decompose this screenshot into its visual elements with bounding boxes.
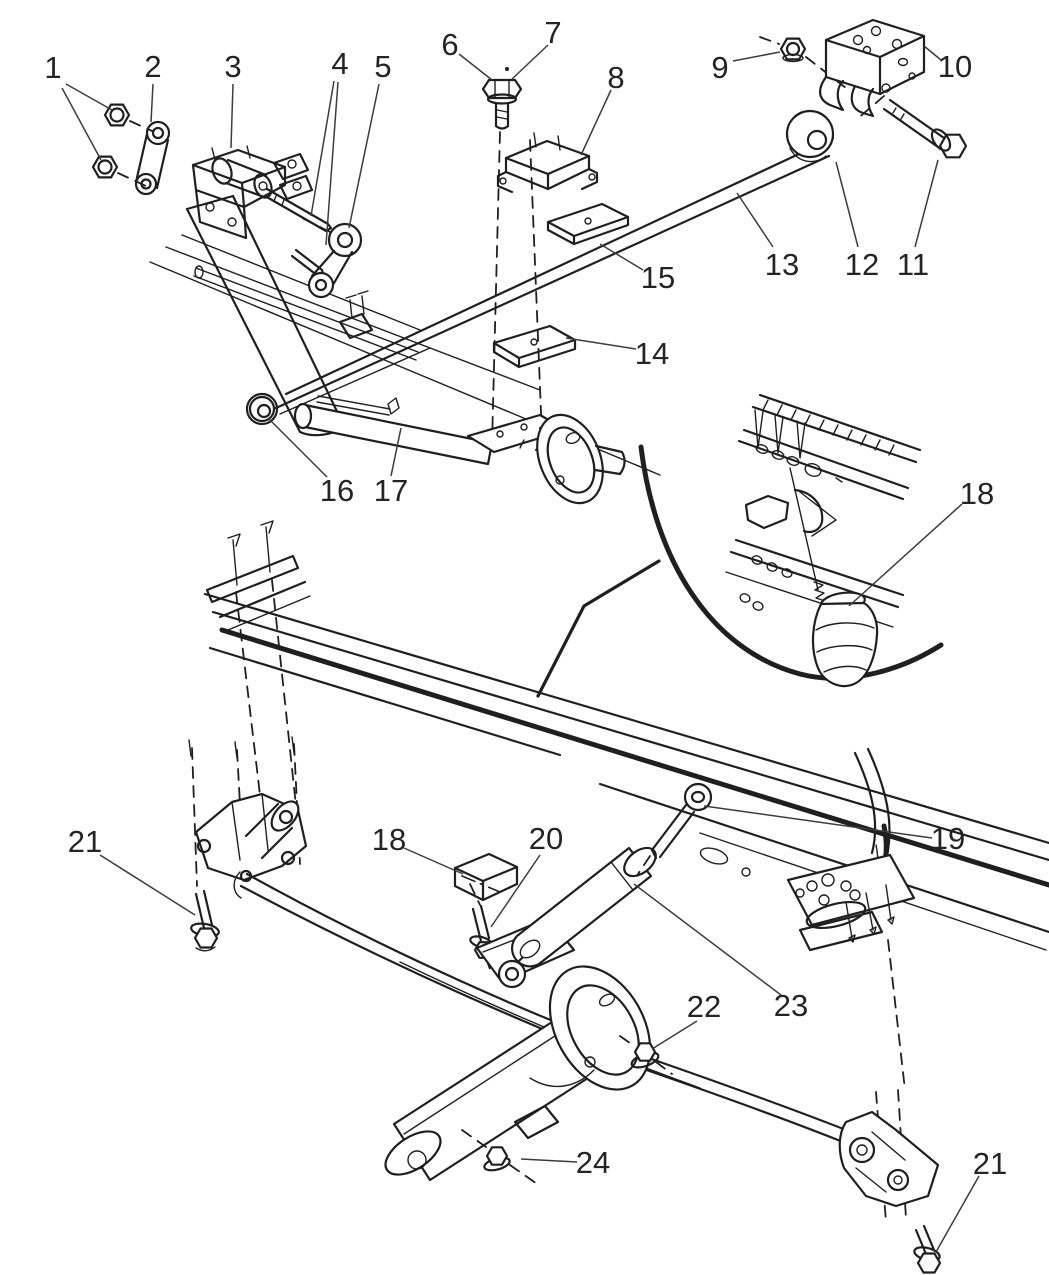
callout-label-3: 3	[224, 49, 241, 84]
callout-label-18: 18	[960, 476, 994, 511]
axle-stud-nut-24	[461, 1129, 541, 1187]
mount-bracket	[191, 145, 314, 240]
callout-leader-8	[580, 89, 612, 156]
callout-leader-4	[310, 80, 335, 217]
callout-label-16: 16	[320, 473, 354, 508]
callout-leader-16	[267, 417, 328, 478]
callout-leader-1	[65, 83, 113, 111]
callout-leader-4	[325, 81, 339, 246]
callout-leader-18	[403, 847, 464, 875]
callout-label-9: 9	[711, 50, 728, 85]
shock-upper-bolt	[637, 782, 713, 875]
shock-absorber	[497, 846, 657, 989]
callout-leader-6	[458, 53, 493, 81]
rear-hanger-hardware	[759, 18, 968, 163]
callout-leader-19	[703, 805, 933, 839]
spring-clip	[496, 132, 599, 194]
shackle-link	[307, 222, 363, 299]
callout-leader-23	[633, 883, 782, 996]
lower-spring-plate	[492, 324, 577, 369]
axle-stud-nut-22	[619, 1035, 673, 1075]
callout-label-2: 2	[144, 49, 161, 84]
callout-label-11: 11	[897, 247, 929, 282]
callout-leader-20	[490, 854, 541, 928]
front-hanger	[188, 736, 308, 899]
callout-leader-7	[511, 44, 549, 80]
upper-spring-plate	[546, 202, 630, 246]
frame-inset	[536, 393, 944, 698]
callout-leader-11	[914, 159, 939, 248]
callout-leader-3	[230, 83, 234, 149]
callout-leader-17	[390, 427, 402, 477]
callout-label-17: 17	[374, 473, 408, 508]
axle-assembly	[293, 402, 626, 505]
callout-leader-21	[99, 854, 196, 916]
callout-leader-9	[732, 51, 781, 62]
callout-label-6: 6	[441, 27, 458, 62]
callout-leader-14	[565, 337, 637, 350]
rear-frame-details	[786, 747, 916, 1091]
exploded-view	[91, 18, 968, 505]
callout-label-10: 10	[938, 49, 972, 84]
center-bolt	[481, 67, 544, 463]
front-eye-bushing	[248, 395, 276, 423]
callout-leader-22	[651, 1020, 698, 1050]
callout-leader-1	[61, 87, 102, 161]
callout-label-24: 24	[576, 1145, 610, 1180]
callout-label-8: 8	[607, 60, 624, 95]
callout-label-18: 18	[372, 822, 406, 857]
callout-leader-12	[835, 161, 859, 248]
leaf-spring	[245, 136, 835, 426]
axle-installed	[384, 916, 652, 1182]
callout-leader-5	[348, 83, 380, 229]
callout-label-19: 19	[931, 821, 965, 856]
callout-leader-13	[736, 192, 774, 248]
callout-label-1: 1	[44, 50, 61, 85]
inset-circle-arc	[638, 444, 944, 681]
callout-label-4: 4	[331, 46, 348, 81]
callout-label-22: 22	[687, 989, 721, 1024]
callout-leader-18	[848, 503, 963, 607]
rear-shackle-bolt	[913, 1224, 942, 1274]
callout-label-21: 21	[973, 1146, 1007, 1181]
installed-view	[188, 520, 1049, 1274]
front-hanger-bolt	[190, 889, 220, 952]
callout-leader-24	[520, 1158, 578, 1163]
rear-shackle	[838, 1089, 940, 1223]
callout-label-5: 5	[374, 49, 391, 84]
callout-label-23: 23	[774, 988, 808, 1023]
frame-rail-sketch	[149, 194, 661, 476]
front-mount-nuts	[91, 103, 153, 187]
shackle-bolts	[263, 187, 333, 278]
crossmember	[205, 520, 311, 813]
callout-leader-2	[150, 83, 154, 123]
callout-leader-21	[935, 1175, 980, 1253]
callout-label-12: 12	[845, 247, 879, 282]
callout-label-14: 14	[635, 336, 669, 371]
callout-label-21: 21	[68, 824, 102, 859]
callout-label-15: 15	[641, 260, 675, 295]
callout-label-20: 20	[529, 821, 563, 856]
callout-leader-10	[923, 45, 942, 61]
inset-connector-line	[536, 559, 661, 698]
link-plate	[134, 120, 171, 196]
callout-label-13: 13	[765, 247, 799, 282]
inset-frame-section	[725, 393, 922, 628]
callout-label-7: 7	[544, 15, 561, 50]
callout-leader-15	[599, 243, 644, 271]
frame-rail	[203, 592, 1049, 951]
jounce-bumper	[811, 591, 879, 688]
